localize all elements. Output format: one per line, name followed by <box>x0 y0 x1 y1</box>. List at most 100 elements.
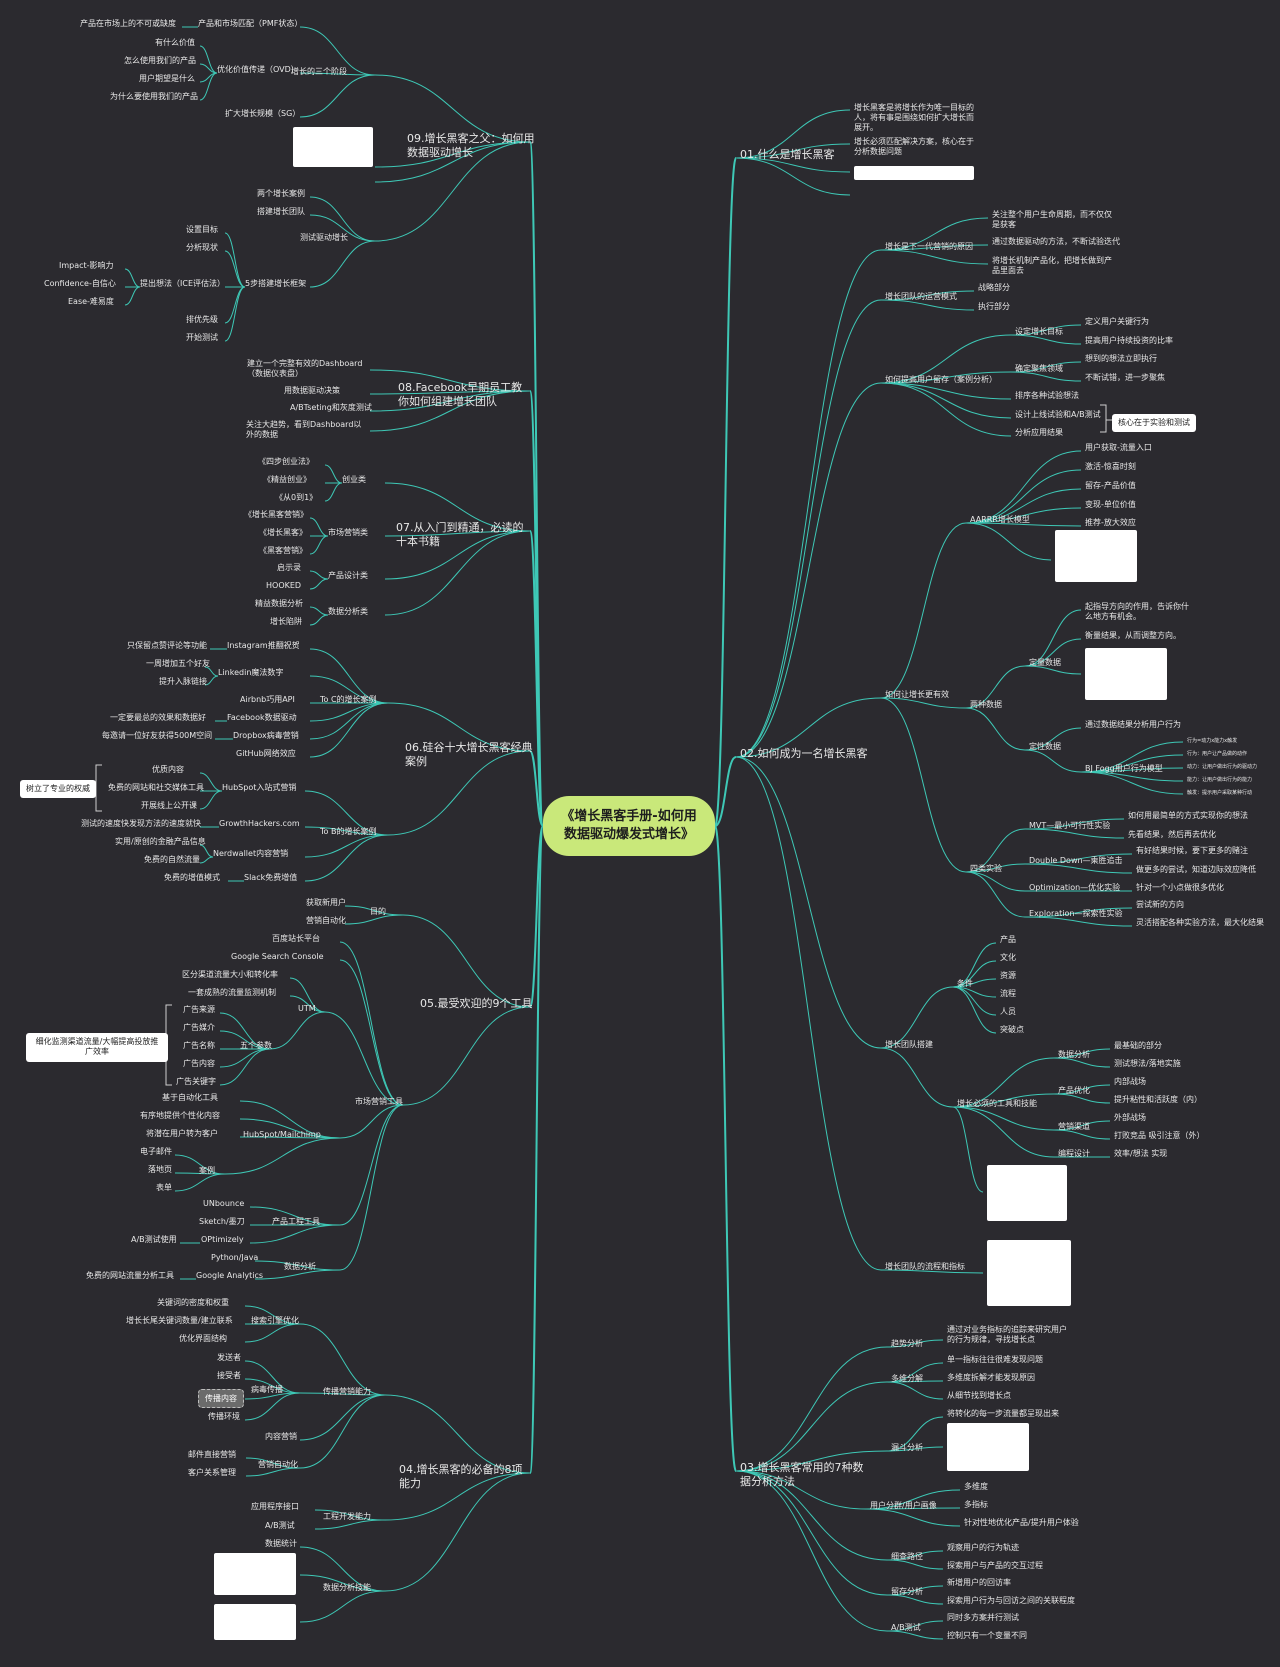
s03-trend[interactable]: 趋势分析 <box>891 1339 923 1348</box>
s02-opt[interactable]: Optimization—优化实验 <box>1029 883 1121 892</box>
s03-m2[interactable]: 多维度拆解才能发现原因 <box>947 1373 1035 1382</box>
s04-eng[interactable]: 工程开发能力 <box>323 1512 371 1521</box>
s06-sl1[interactable]: 免费的增值模式 <box>164 873 220 882</box>
s09-o3[interactable]: 用户期望是什么 <box>139 74 195 83</box>
s09-t1[interactable]: 两个增长案例 <box>257 189 305 198</box>
s02-dd[interactable]: Double Down—乘胜追击 <box>1029 856 1123 865</box>
s06-gr[interactable]: GrowthHackers.com <box>219 819 300 828</box>
s03-profile[interactable]: 用户分群/用户画像 <box>870 1501 937 1510</box>
s05-fp4[interactable]: 广告内容 <box>183 1059 215 1068</box>
s02-t3b[interactable]: 打败竞品 吸引注意（外） <box>1114 1131 1205 1140</box>
s03-ab1[interactable]: 同时多方案并行测试 <box>947 1613 1019 1622</box>
s09-ice1[interactable]: Impact-影响力 <box>59 261 114 270</box>
s09-stages[interactable]: 增长的三个阶段 <box>291 67 347 76</box>
s03-re1[interactable]: 新增用户的回访率 <box>947 1578 1011 1587</box>
s05-five[interactable]: 五个参数 <box>240 1041 272 1050</box>
s03-funnel[interactable]: 漏斗分析 <box>891 1443 923 1452</box>
s05-five-note[interactable]: 细化监测渠道流量/大幅提高投放推广效率 <box>26 1033 168 1062</box>
s06-tob[interactable]: To B的增长案例 <box>320 827 377 836</box>
s07-b3[interactable]: 《从0到1》 <box>275 493 318 502</box>
s05-da2[interactable]: Google Analytics <box>196 1271 264 1280</box>
s07-market[interactable]: 市场营销类 <box>328 528 368 537</box>
s02-mvt-2[interactable]: 先看结果，然后再去优化 <box>1128 830 1216 839</box>
s02-r2a[interactable]: 想到的想法立即执行 <box>1085 354 1157 363</box>
s02-tools[interactable]: 增长必须的工具和技能 <box>957 1099 1037 1108</box>
s06-db[interactable]: Dropbox病毒营销 <box>233 731 299 740</box>
topic-01[interactable]: 01.什么是增长黑客 <box>740 148 835 161</box>
s07-analysis[interactable]: 数据分析类 <box>328 607 368 616</box>
s02-qual-2[interactable]: BJ Fogg用户行为模型 <box>1085 764 1163 773</box>
s06-air[interactable]: Airbnb巧用API <box>240 695 295 704</box>
s06-sl[interactable]: Slack免费增值 <box>244 873 298 882</box>
s02-dd-2[interactable]: 做更多的尝试，知道边际效应降低 <box>1136 865 1256 874</box>
s08-n4[interactable]: 关注大趋势，看到Dashboard以外的数据 <box>246 420 362 439</box>
s09-o1[interactable]: 有什么价值 <box>155 38 195 47</box>
s05-g2[interactable]: 营销自动化 <box>306 916 346 925</box>
s03-p2[interactable]: 多指标 <box>964 1500 988 1509</box>
s02-opt-1[interactable]: 针对一个小点做很多优化 <box>1136 883 1224 892</box>
s04-v3[interactable]: 传播内容 <box>198 1389 244 1408</box>
s02-why-3[interactable]: 将增长机制产品化，把增长做到产品里面去 <box>992 256 1112 275</box>
s06-fb[interactable]: Facebook数据驱动 <box>227 713 297 722</box>
s05-fp3[interactable]: 广告名称 <box>183 1041 215 1050</box>
s02-t4a[interactable]: 效率/想法 实现 <box>1114 1149 1168 1158</box>
s03-m3[interactable]: 从细节找到增长点 <box>947 1391 1011 1400</box>
s02-eff[interactable]: 如何让增长更有效 <box>885 690 949 699</box>
s02-r1a[interactable]: 定义用户关键行为 <box>1085 317 1149 326</box>
s05-cs2[interactable]: 落地页 <box>148 1165 172 1174</box>
s09-o2[interactable]: 怎么使用我们的产品 <box>124 56 196 65</box>
s04-e1[interactable]: 应用程序接口 <box>251 1502 299 1511</box>
s05-da[interactable]: 数据分析 <box>284 1262 316 1271</box>
s02-quant[interactable]: 定量数据 <box>1029 658 1061 667</box>
s07-b2[interactable]: 《精益创业》 <box>263 475 311 484</box>
s03-f1[interactable]: 将转化的每一步流量都呈现出来 <box>947 1409 1059 1418</box>
s06-hs3[interactable]: 开展线上公开课 <box>141 801 197 810</box>
s09-o4[interactable]: 为什么要使用我们的产品 <box>110 92 198 101</box>
s05-h2[interactable]: 有序地提供个性化内容 <box>140 1111 220 1120</box>
s08-n2[interactable]: 用数据驱动决策 <box>284 386 340 395</box>
s05-fp5[interactable]: 广告关键字 <box>176 1077 216 1086</box>
s05-da1[interactable]: Python/Java <box>211 1253 259 1262</box>
s09-test[interactable]: 测试驱动增长 <box>300 233 348 242</box>
s02-why[interactable]: 增长是下一代营销的原因 <box>885 242 973 251</box>
s07-b10[interactable]: 增长陷阱 <box>270 617 302 626</box>
s03-ab2[interactable]: 控制只有一个变量不同 <box>947 1631 1027 1640</box>
s02-r5[interactable]: 分析应用结果 <box>1015 428 1063 437</box>
s02-ops-1[interactable]: 战略部分 <box>978 283 1010 292</box>
s06-hs[interactable]: HubSpot入站式营销 <box>222 783 297 792</box>
s02-c4[interactable]: 流程 <box>1000 989 1016 998</box>
s05-pr3[interactable]: OPtimizely <box>201 1235 244 1244</box>
s02-a2[interactable]: 激活-惊喜时刻 <box>1085 462 1136 471</box>
s05-u1[interactable]: 区分渠道流量大小和转化率 <box>182 970 278 979</box>
s07-b7[interactable]: 启示录 <box>277 563 301 572</box>
s02-quant-1[interactable]: 起指导方向的作用，告诉你什么地方有机会。 <box>1085 602 1189 621</box>
s02-flow[interactable]: 增长团队的流程和指标 <box>885 1262 965 1271</box>
s02-four-exp[interactable]: 四类实验 <box>970 864 1002 873</box>
s06-gr1[interactable]: 测试的速度快发现方法的速度就快 <box>81 819 201 828</box>
topic-04[interactable]: 04.增长黑客的必备的8项能力 <box>399 1463 523 1490</box>
topic-08[interactable]: 08.Facebook早期员工教你如何组建增长团队 <box>398 381 523 408</box>
s05-pr1[interactable]: UNbounce <box>203 1199 245 1208</box>
s05-case[interactable]: 案例 <box>199 1166 215 1175</box>
s02-ops[interactable]: 增长团队的运营模式 <box>885 292 957 301</box>
s04-seo2[interactable]: 增长长尾关键词数量/建立联系 <box>126 1316 233 1325</box>
root-topic[interactable]: 《增长黑客手册-如何用数据驱动爆发式增长》 <box>543 796 715 856</box>
s06-li1[interactable]: 一周增加五个好友 <box>146 659 210 668</box>
s05-fp2[interactable]: 广告媒介 <box>183 1023 215 1032</box>
s05-cs3[interactable]: 表单 <box>156 1183 172 1192</box>
s08-n1[interactable]: 建立一个完整有效的Dashboard（数据仪表盘） <box>247 359 363 378</box>
s08-n3[interactable]: A/BTseting和灰度测试 <box>290 403 372 412</box>
s09-ice3[interactable]: Ease-难易度 <box>68 297 114 306</box>
s07-startup[interactable]: 创业类 <box>342 475 366 484</box>
s09-f2[interactable]: 分析现状 <box>186 243 218 252</box>
s05-pr2[interactable]: Sketch/墨刀 <box>199 1217 245 1226</box>
s02-c2[interactable]: 文化 <box>1000 953 1016 962</box>
s04-d1[interactable]: 数据统计 <box>265 1539 297 1548</box>
s06-db1[interactable]: 每邀请一位好友获得500M空间 <box>102 731 213 740</box>
s04-auto[interactable]: 营销自动化 <box>258 1460 298 1469</box>
s06-ins[interactable]: Instagram推翻祝贺 <box>227 641 300 650</box>
s02-exp[interactable]: Exploration—探索性实验 <box>1029 909 1123 918</box>
s02-c3[interactable]: 资源 <box>1000 971 1016 980</box>
s04-seo[interactable]: 搜索引擎优化 <box>251 1316 299 1325</box>
s09-pmf[interactable]: 产品和市场匹配（PMF状态） <box>198 19 303 28</box>
